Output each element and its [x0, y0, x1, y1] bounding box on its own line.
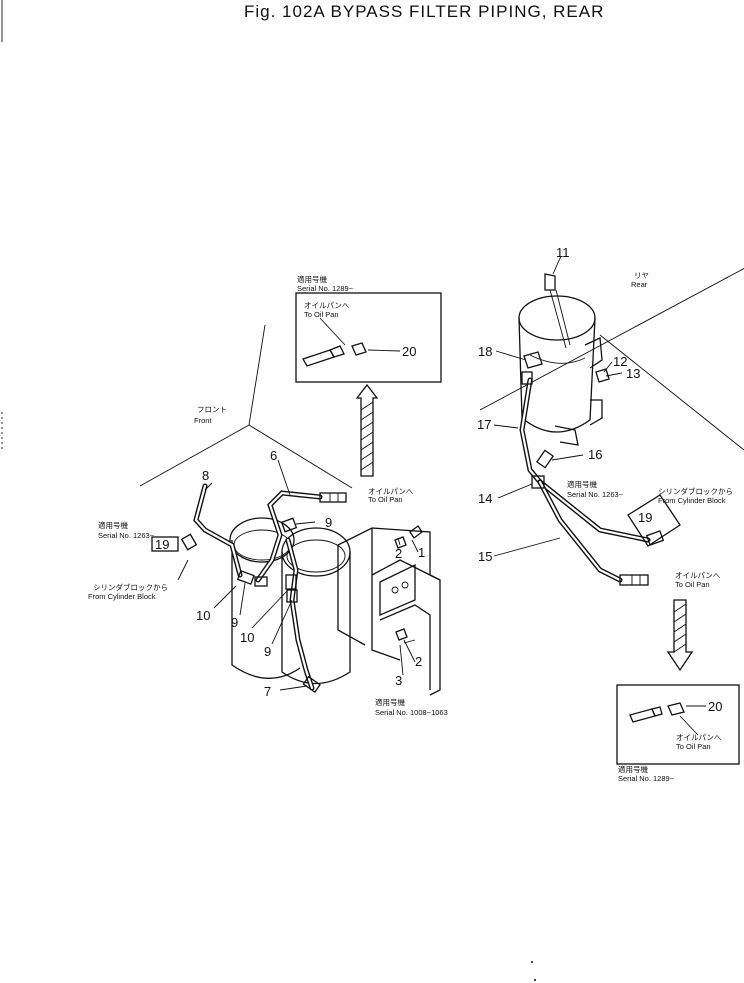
- part-number-7: 8: [202, 468, 209, 483]
- figure-title: Fig. 102A BYPASS FILTER PIPING, REAR: [244, 2, 605, 21]
- bypass-filter-right: [281, 527, 351, 685]
- hose-17: [519, 377, 543, 485]
- part-number-16: 16: [588, 447, 602, 462]
- serial-jp-inset-top: 適用号機: [297, 274, 327, 284]
- from-cyl-en-right: From Cylinder Block: [658, 496, 726, 505]
- to-oil-pan-jp-left: オイルパンへ: [368, 487, 414, 496]
- rear-label-en: Rear: [631, 280, 648, 289]
- part-number-10-b: 10: [240, 630, 254, 645]
- part-number-10-a: 10: [196, 608, 210, 623]
- front-label-jp: フロント: [197, 405, 227, 414]
- to-oil-pan-en-right: To Oil Pan: [675, 580, 710, 589]
- inset-top-en: To Oil Pan: [304, 310, 339, 319]
- part-number-9-b: 9: [264, 644, 271, 659]
- serial-jp-left: 適用号機: [98, 520, 128, 530]
- part-19-box-left: [151, 536, 179, 552]
- to-oil-pan-en-left: To Oil Pan: [368, 495, 403, 504]
- inset-top-fitting: [302, 317, 401, 367]
- fittings-left: [180, 492, 347, 694]
- rear-label-jp: リヤ: [634, 271, 649, 280]
- inset-box-top: [295, 292, 442, 383]
- orientation-axes-right: [479, 268, 744, 451]
- part-19-box-right: [627, 494, 681, 547]
- part-number-14: 14: [478, 491, 492, 506]
- part-number-17: 17: [477, 417, 491, 432]
- hose-5: [255, 490, 323, 583]
- part-number-15: 15: [478, 549, 492, 564]
- part-number-20-top: 20: [402, 344, 416, 359]
- inset-bottom-fitting: [629, 702, 706, 736]
- serial-jp-bracket: 適用号機: [375, 697, 405, 707]
- mounting-bracket-left: [337, 525, 441, 696]
- bypass-filter-rear: [518, 295, 610, 446]
- hose-6: [285, 537, 315, 691]
- part-number-13: 13: [626, 366, 640, 381]
- serial-1289-inset-bottom: Serial No. 1289~: [618, 774, 675, 783]
- part-number-3: 3: [395, 673, 402, 688]
- part-number-11: 11: [556, 245, 570, 260]
- part-number-6: 7: [264, 684, 271, 699]
- serial-1008-1063: Serial No. 1008~1063: [375, 708, 448, 717]
- serial-1263-left: Serial No. 1263~: [98, 531, 155, 540]
- part-number-8: 9: [325, 515, 332, 530]
- inset-bottom-jp: オイルパンへ: [676, 733, 722, 742]
- front-label-en: Front: [194, 416, 212, 425]
- hatched-arrow-up: [355, 383, 379, 477]
- part-number-2-a: 2: [395, 546, 402, 561]
- part-number-19-right: 19: [638, 510, 652, 525]
- inset-bottom-en: To Oil Pan: [676, 742, 711, 751]
- from-cyl-jp-right: シリンダブロックから: [658, 486, 733, 496]
- serial-jp-right: 適用号機: [567, 479, 597, 489]
- hose-7: [193, 483, 243, 578]
- orientation-axes-left: [139, 324, 353, 489]
- inset-box-bottom: [616, 684, 740, 765]
- fittings-right: [521, 371, 665, 586]
- bolt-11: [544, 273, 571, 349]
- hose-15: [537, 479, 623, 583]
- part-number-2-b: 2: [415, 654, 422, 669]
- to-oil-pan-jp-right: オイルパンへ: [675, 571, 721, 580]
- from-cyl-en-left: From Cylinder Block: [88, 592, 156, 601]
- part-number-19-left: 19: [155, 537, 169, 552]
- part-number-12: 12: [613, 354, 627, 369]
- inset-top-jp: オイルパンへ: [304, 301, 350, 310]
- part-number-5: 6: [270, 448, 277, 463]
- leader-lines-left: [177, 459, 419, 691]
- hose-to-cylinder-block: [537, 479, 651, 543]
- part-number-9-a: 9: [231, 615, 238, 630]
- hatched-arrow-down: [666, 599, 694, 672]
- part-number-20-bottom: 20: [708, 699, 722, 714]
- serial-1263-right: Serial No. 1263~: [567, 490, 624, 499]
- serial-jp-inset-bottom: 適用号機: [618, 764, 648, 774]
- part-number-18: 18: [478, 344, 492, 359]
- serial-1289-inset-top: Serial No. 1289~: [297, 284, 354, 293]
- from-cyl-jp-left: シリンダブロックから: [93, 582, 168, 592]
- leader-lines-right: [493, 255, 623, 557]
- part-number-1: 1: [418, 545, 425, 560]
